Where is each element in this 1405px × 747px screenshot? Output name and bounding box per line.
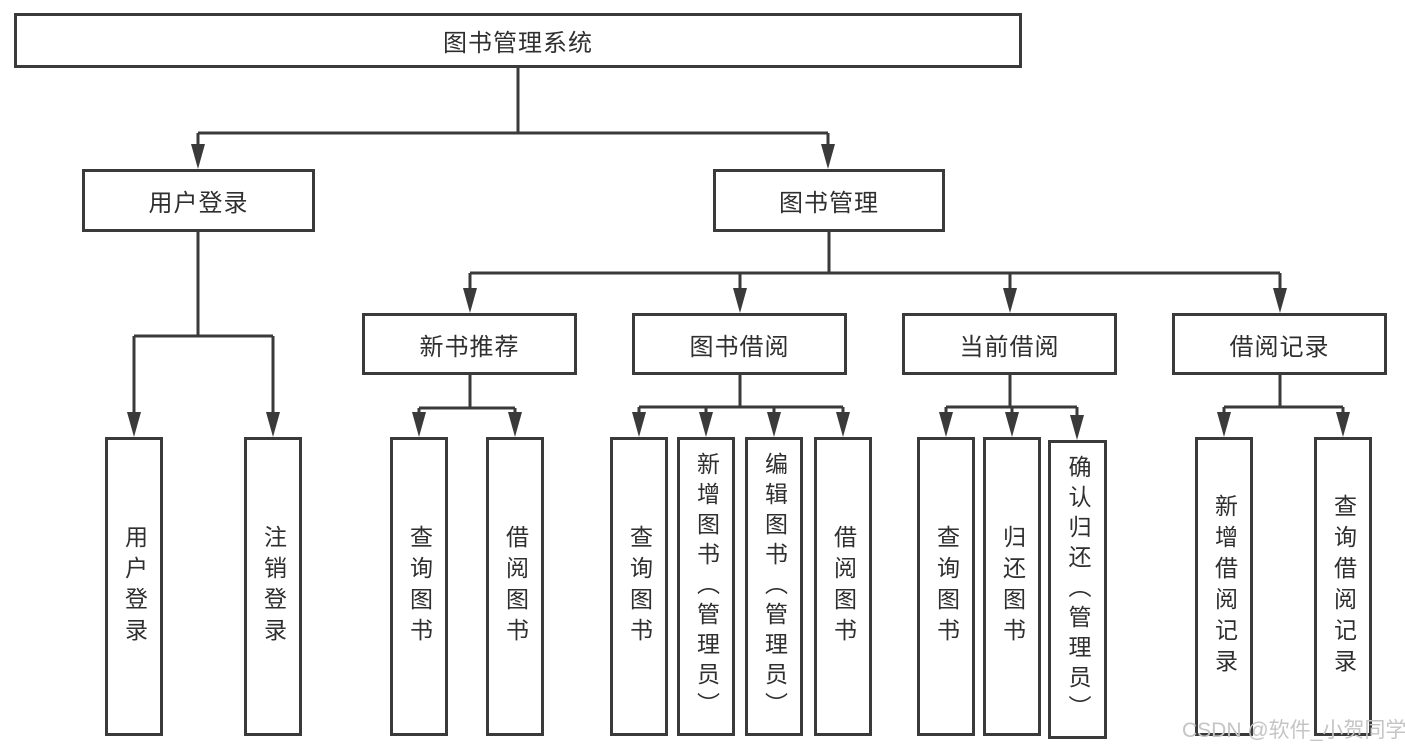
node-bb-edit-book-label: 编辑图书（管理员） <box>761 451 788 722</box>
node-nb-query-book-label: 查询图书 <box>406 524 433 649</box>
connector-borrow-records-branch <box>1217 375 1350 437</box>
node-book-management: 图书管理 <box>713 169 945 232</box>
node-cb-confirm-return-label: 确认归还（管理员） <box>1065 454 1091 725</box>
node-bb-borrow-book: 借阅图书 <box>814 437 872 736</box>
node-book-borrow-label: 图书借阅 <box>689 333 790 361</box>
node-bb-add-book-label: 新增图书（管理员） <box>693 451 720 722</box>
node-borrow-records-label: 借阅记录 <box>1229 333 1330 361</box>
node-bb-query-book-label: 查询图书 <box>626 524 653 649</box>
node-cb-confirm-return: 确认归还（管理员） <box>1048 440 1107 739</box>
node-book-management-label: 图书管理 <box>779 190 879 217</box>
node-user-login: 用户登录 <box>82 169 315 232</box>
node-leaf-logout: 注销登录 <box>244 437 302 736</box>
node-nb-borrow-book: 借阅图书 <box>486 437 544 736</box>
node-cb-query-book: 查询图书 <box>917 437 975 736</box>
connectors <box>127 68 1350 440</box>
node-bb-edit-book: 编辑图书（管理员） <box>745 437 803 736</box>
node-current-borrow-label: 当前借阅 <box>959 333 1060 361</box>
node-leaf-user-login: 用户登录 <box>105 437 163 736</box>
node-nb-borrow-book-label: 借阅图书 <box>502 524 529 649</box>
node-user-login-label: 用户登录 <box>148 190 249 217</box>
node-br-query-record-label: 查询借阅记录 <box>1330 493 1357 680</box>
node-cb-query-book-label: 查询图书 <box>933 524 960 649</box>
node-book-borrow: 图书借阅 <box>632 313 847 375</box>
node-br-query-record: 查询借阅记录 <box>1314 437 1372 736</box>
connector-book-management-branch <box>463 232 1287 313</box>
connector-book-borrow-branch <box>632 375 850 437</box>
node-leaf-logout-label: 注销登录 <box>260 524 287 649</box>
node-bb-add-book: 新增图书（管理员） <box>677 437 735 736</box>
connector-current-borrow-branch <box>939 375 1084 440</box>
csdn-watermark: CSDN @软件_小贺同学 <box>1182 719 1405 742</box>
node-bb-borrow-book-label: 借阅图书 <box>830 524 857 649</box>
node-current-borrow: 当前借阅 <box>902 313 1117 375</box>
node-borrow-records: 借阅记录 <box>1172 313 1387 375</box>
node-new-book-recommend: 新书推荐 <box>362 313 577 375</box>
node-root-label: 图书管理系统 <box>443 30 593 57</box>
node-leaf-user-login-label: 用户登录 <box>121 524 148 649</box>
node-cb-return-book-label: 归还图书 <box>999 524 1026 649</box>
connector-new-book-branch <box>412 375 522 437</box>
node-br-add-record: 新增借阅记录 <box>1195 437 1253 736</box>
connector-root-branch <box>191 68 835 169</box>
node-root: 图书管理系统 <box>14 13 1022 68</box>
node-new-book-recommend-label: 新书推荐 <box>419 333 520 361</box>
node-nb-query-book: 查询图书 <box>390 437 448 736</box>
connector-user-login-branch <box>127 232 280 437</box>
node-cb-return-book: 归还图书 <box>983 437 1041 736</box>
node-bb-query-book: 查询图书 <box>610 437 668 736</box>
node-br-add-record-label: 新增借阅记录 <box>1211 493 1238 680</box>
